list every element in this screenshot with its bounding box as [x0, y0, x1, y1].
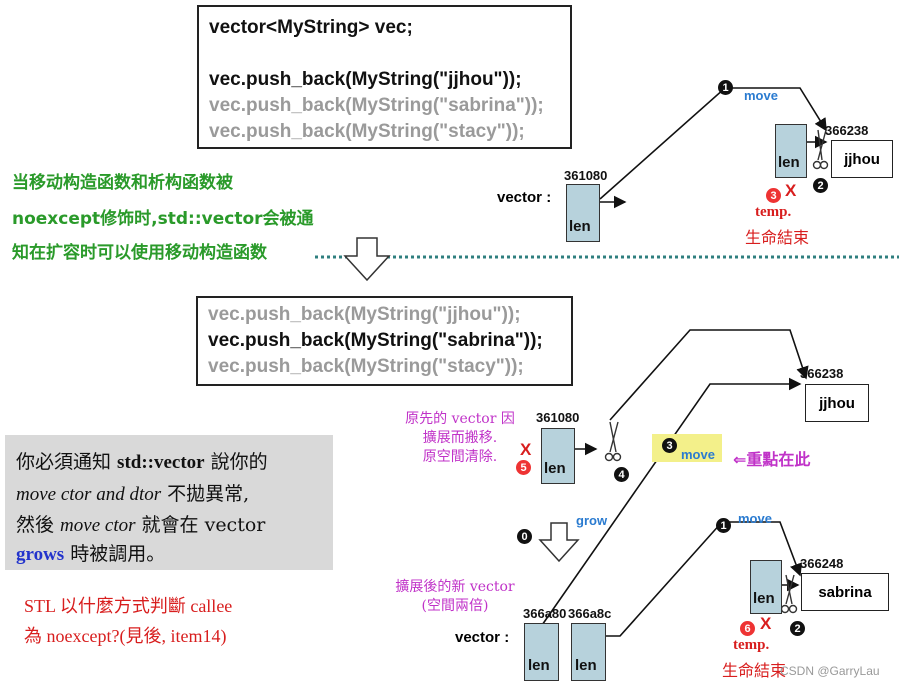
address-label: 366248	[800, 556, 844, 571]
string-box: jjhou	[831, 140, 893, 178]
vector-label: vector :	[497, 189, 552, 206]
new-vector-note: 擴展後的新 vector (空間兩倍)	[384, 578, 526, 616]
note-line: 原空間清除.	[422, 449, 498, 465]
code-line: vec.push_back(MyString("sabrina"));	[208, 330, 543, 351]
step-badge: 3	[662, 438, 677, 453]
step-badge: 4	[614, 467, 629, 482]
scissors-icon	[604, 421, 622, 462]
string-box: sabrina	[801, 573, 889, 611]
step-badge: 5	[516, 460, 531, 475]
note-line: 擴展而搬移.	[422, 430, 498, 446]
note-line: 然後 move ctor 就會在 vector	[16, 510, 265, 537]
move-label: move	[744, 88, 778, 103]
len-label: len	[753, 590, 775, 607]
note-line: 你必須通知 std::vector 說你的	[16, 447, 268, 474]
temp-label: temp.	[733, 637, 770, 653]
address-label: 366a80	[523, 606, 567, 621]
top-code-box: vector<MyString> vec; vec.push_back(MySt…	[197, 5, 572, 149]
code-line: vec.push_back(MyString("sabrina"));	[209, 95, 544, 116]
len-label: len	[575, 657, 597, 674]
address-label: 361080	[564, 168, 608, 183]
old-vector-cell	[541, 428, 575, 484]
code-line: vector<MyString> vec;	[209, 17, 413, 38]
code-line: vec.push_back(MyString("jjhou"));	[208, 304, 521, 325]
green-note-line: 知在扩容时可以使用移动构造函数	[12, 243, 267, 263]
temp-cell	[775, 124, 807, 178]
note-text: 你必須通知	[16, 451, 118, 473]
address-label: 366238	[825, 123, 869, 138]
note-text: 然後	[16, 514, 61, 536]
grow-label: grow	[576, 513, 608, 528]
note-line: grows 時被調用。	[16, 539, 165, 566]
len-label: len	[569, 218, 591, 235]
move-label: move	[681, 447, 715, 462]
x-mark: X	[520, 440, 532, 459]
grow-arrow-icon	[538, 522, 580, 563]
gray-note-box: 你必須通知 std::vector 說你的 move ctor and dtor…	[5, 435, 333, 570]
code-line: vec.push_back(MyString("stacy"));	[208, 356, 524, 377]
note-text: 說你的	[204, 451, 268, 473]
vector-label: vector :	[455, 629, 510, 646]
stl-note-line: 為 noexcept?(見後, item14)	[24, 626, 227, 646]
address-label: 366238	[800, 366, 844, 381]
note-text: move ctor and dtor	[16, 484, 162, 505]
temp-cell	[750, 560, 782, 614]
life-end-label: 生命結束	[722, 663, 787, 680]
note-line: 原先的 vector 因	[405, 411, 515, 427]
note-text: move ctor	[60, 515, 136, 536]
temp-label: temp.	[755, 204, 792, 220]
green-note-line: noexcept修饰时,std::vector会被通	[12, 209, 314, 229]
note-line: 擴展後的新 vector	[395, 579, 515, 595]
key-here-label: ⇐重點在此	[733, 452, 811, 469]
vector-cell	[566, 184, 600, 242]
move-label: move	[738, 511, 772, 526]
note-line: move ctor and dtor 不拋異常,	[16, 479, 249, 506]
len-label: len	[544, 460, 566, 477]
step-badge: 1	[718, 80, 733, 95]
green-note-line: 当移动构造函数和析构函数被	[12, 173, 233, 193]
step-badge: 2	[813, 178, 828, 193]
bottom-code-box: vec.push_back(MyString("jjhou")); vec.pu…	[196, 296, 573, 386]
step-badge: 1	[716, 518, 731, 533]
new-vector-cell	[524, 623, 559, 681]
step-badge: 3	[766, 188, 781, 203]
x-mark: X	[760, 614, 772, 633]
code-line: vec.push_back(MyString("jjhou"));	[209, 69, 522, 90]
note-text: 時被調用。	[64, 543, 166, 565]
life-end-label: 生命結束	[745, 230, 810, 247]
step-badge: 6	[740, 621, 755, 636]
step-badge: 2	[790, 621, 805, 636]
old-vector-note: 原先的 vector 因 擴展而搬移. 原空間清除.	[395, 410, 525, 467]
note-text: std::vector	[117, 452, 205, 473]
scissors-icon	[780, 574, 798, 614]
len-label: len	[528, 657, 550, 674]
note-text: grows	[16, 544, 65, 565]
step-badge: 0	[517, 529, 532, 544]
len-label: len	[778, 154, 800, 171]
new-vector-cell	[571, 623, 606, 681]
code-line: vec.push_back(MyString("stacy"));	[209, 121, 525, 142]
address-label: 361080	[536, 410, 580, 425]
note-text: 就會在 vector	[135, 514, 266, 536]
address-label: 366a8c	[568, 606, 612, 621]
watermark: CSDN @GarryLau	[780, 664, 880, 678]
scissors-icon	[812, 129, 829, 170]
string-box: jjhou	[805, 384, 869, 422]
note-text: 不拋異常,	[161, 483, 250, 505]
down-arrow-icon	[343, 237, 391, 282]
x-mark: X	[785, 181, 797, 200]
stl-note-line: STL 以什麼方式判斷 callee	[24, 596, 233, 616]
note-line: (空間兩倍)	[421, 598, 489, 614]
